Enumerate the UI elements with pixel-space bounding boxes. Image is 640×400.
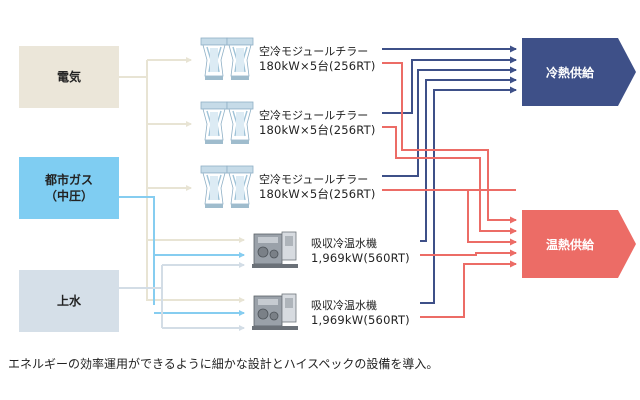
- chiller-icon: [200, 37, 254, 81]
- equipment-label-chiller-3: 空冷モジュールチラー 180kW×5台(256RT): [259, 172, 376, 202]
- source-box-city-gas: [19, 157, 119, 219]
- electricity-lines: [119, 57, 245, 303]
- caption: エネルギーの効率運用ができるように細かな設計とハイスペックの設備を導入。: [8, 357, 439, 371]
- equipment-name: 吸収冷温水機: [311, 299, 377, 312]
- equipment-spec: 1,969kW(560RT): [311, 251, 410, 265]
- equipment-name: 空冷モジュールチラー: [259, 173, 369, 186]
- absorption-chiller-icon: [251, 231, 299, 269]
- equipment-label-chiller-1: 空冷モジュールチラー 180kW×5台(256RT): [259, 44, 376, 74]
- equipment-spec: 180kW×5台(256RT): [259, 187, 376, 201]
- equipment-spec: 180kW×5台(256RT): [259, 59, 376, 73]
- hot-water-lines: [382, 62, 517, 318]
- equipment-name: 空冷モジュールチラー: [259, 45, 369, 58]
- equipment-spec: 1,969kW(560RT): [311, 313, 410, 327]
- chiller-icon: [200, 165, 254, 209]
- source-city-gas-label: 都市ガス （中圧）: [44, 173, 93, 203]
- source-water: 上水: [19, 270, 119, 332]
- source-electricity: 電気: [19, 46, 119, 108]
- water-lines: [119, 262, 245, 331]
- city-gas-lines: [119, 196, 245, 316]
- source-water-label: 上水: [56, 294, 81, 308]
- cold-water-lines: [382, 45, 517, 304]
- equipment-spec: 180kW×5台(256RT): [259, 123, 376, 137]
- equipment-name: 吸収冷温水機: [311, 237, 377, 250]
- source-box-electricity: [19, 46, 119, 108]
- chiller-icon: [200, 101, 254, 145]
- absorption-chiller-icon: [251, 293, 299, 331]
- output-heating-label: 温熱供給: [545, 238, 594, 252]
- equipment-label-absorber-2: 吸収冷温水機 1,969kW(560RT): [311, 298, 410, 328]
- source-electricity-label: 電気: [56, 70, 81, 84]
- output-shape-cooling: [522, 38, 636, 106]
- equipment-label-absorber-1: 吸収冷温水機 1,969kW(560RT): [311, 236, 410, 266]
- equipment-label-chiller-2: 空冷モジュールチラー 180kW×5台(256RT): [259, 108, 376, 138]
- output-cooling-label: 冷熱供給: [545, 66, 594, 80]
- source-box-water: [19, 270, 119, 332]
- equipment-name: 空冷モジュールチラー: [259, 109, 369, 122]
- source-city-gas: 都市ガス （中圧）: [19, 157, 119, 219]
- output-shape-heating: [522, 210, 636, 278]
